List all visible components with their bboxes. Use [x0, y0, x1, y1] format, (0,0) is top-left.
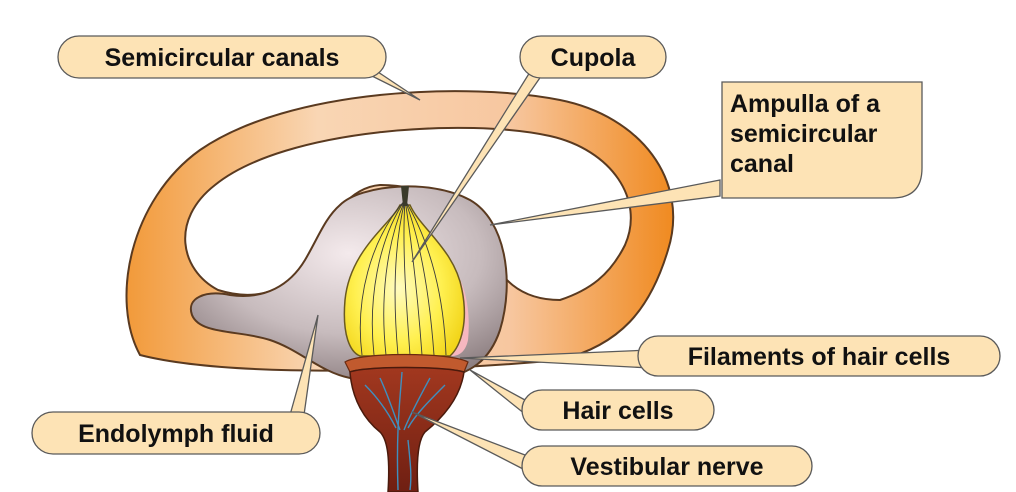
leader-lines: [289, 69, 721, 472]
label-ampulla-line1: Ampulla of a: [730, 90, 881, 118]
label-semicircular-canals: Semicircular canals: [57, 35, 387, 79]
label-hair-cells: Hair cells: [521, 389, 715, 431]
label-cupola: Cupola: [519, 35, 667, 79]
label-endolymph-text: Endolymph fluid: [78, 420, 274, 448]
label-vestibular-nerve-text: Vestibular nerve: [570, 453, 763, 481]
label-filaments-text: Filaments of hair cells: [688, 343, 951, 371]
label-ampulla-line2: semicircular: [730, 120, 878, 148]
label-endolymph: Endolymph fluid: [31, 411, 321, 455]
label-ampulla-line3: canal: [730, 150, 794, 178]
label-cupola-text: Cupola: [551, 44, 637, 72]
label-ampulla: Ampulla of a semicircular canal: [721, 81, 923, 199]
label-vestibular-nerve: Vestibular nerve: [521, 445, 813, 487]
vestibular-nerve: [349, 366, 465, 492]
label-hair-cells-text: Hair cells: [562, 397, 673, 425]
label-semicircular-canals-text: Semicircular canals: [105, 44, 340, 72]
cupola: [343, 186, 469, 357]
label-filaments: Filaments of hair cells: [637, 335, 1001, 377]
